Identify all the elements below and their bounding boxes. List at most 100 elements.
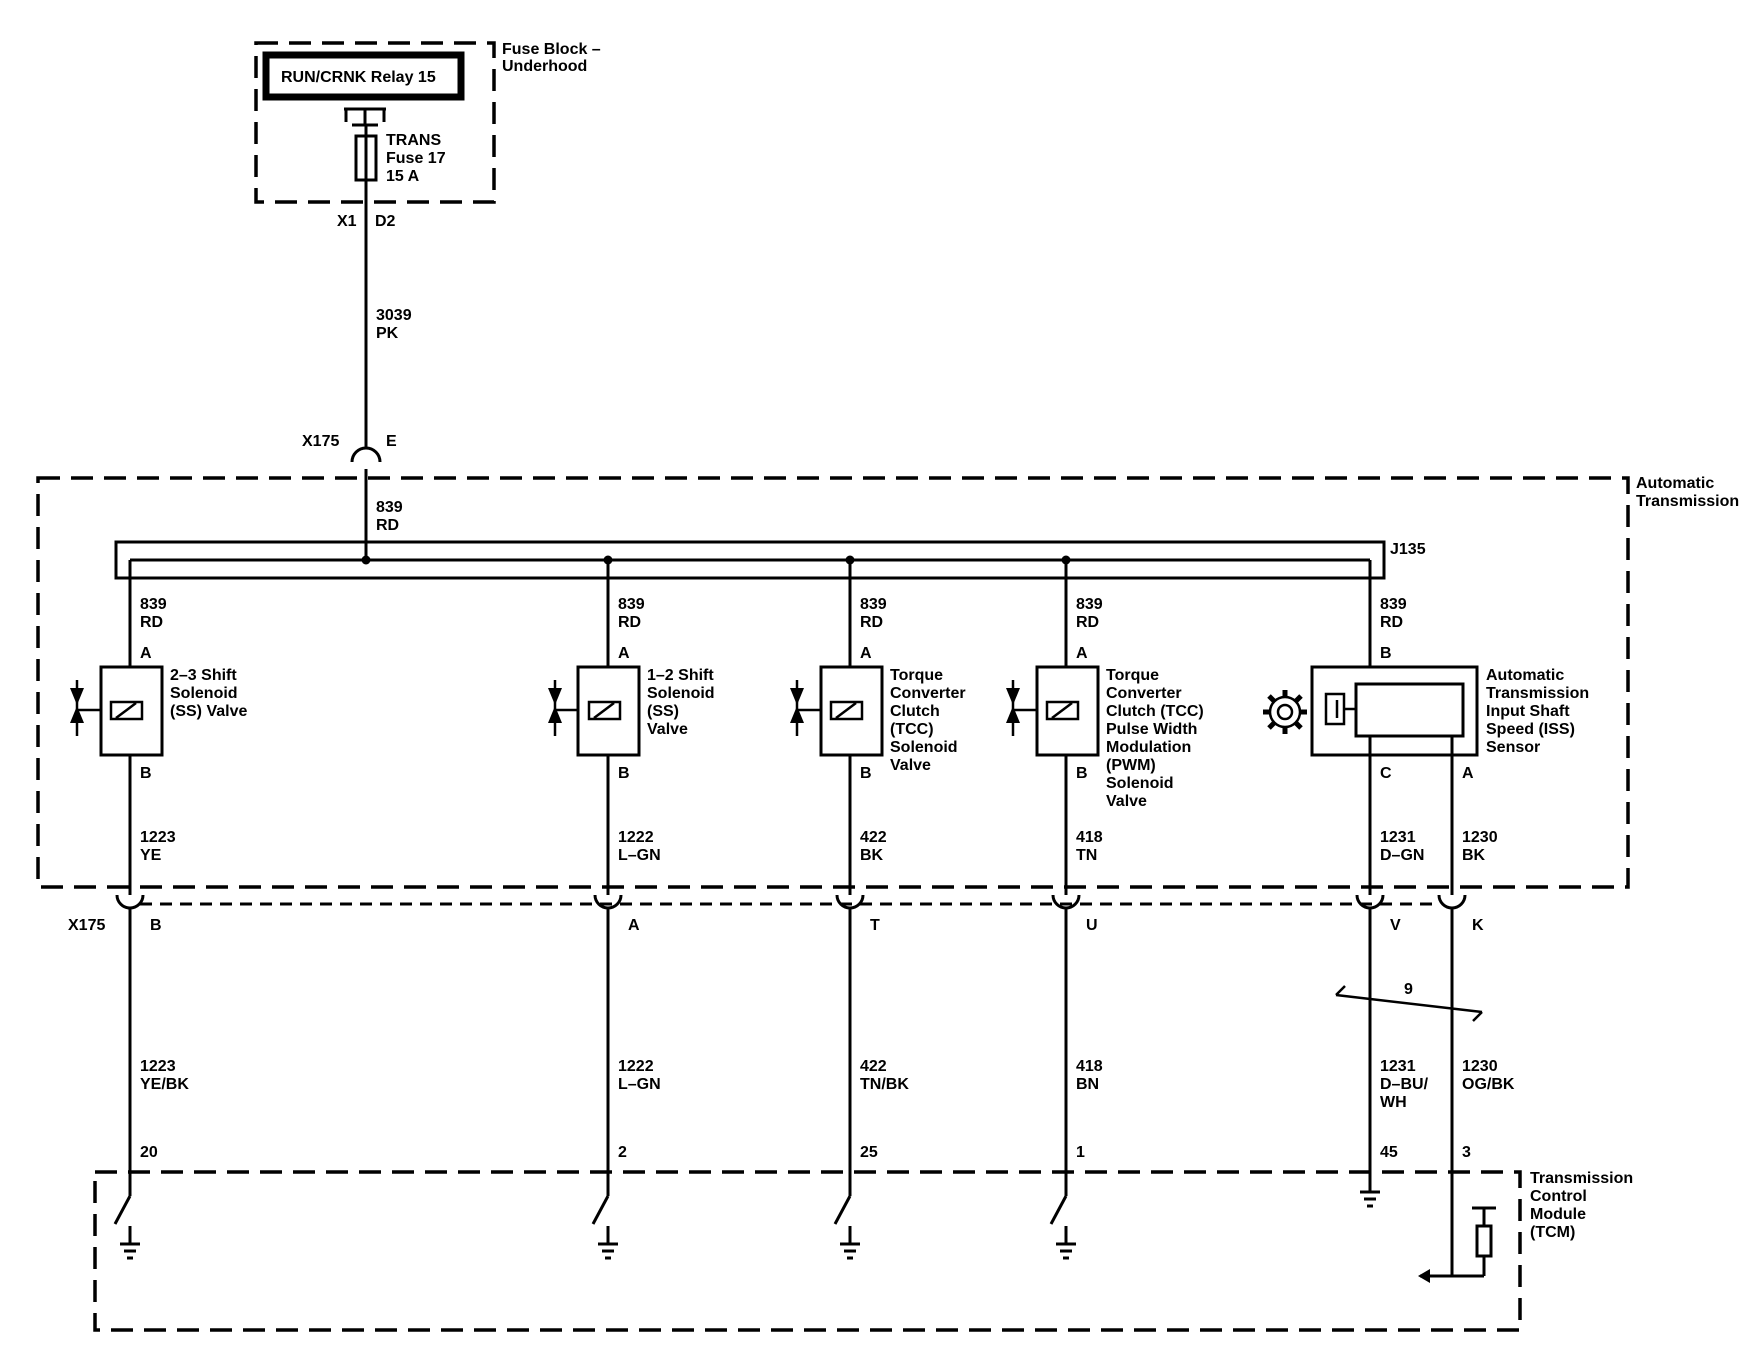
branch1-name-2: Solenoid <box>170 685 238 702</box>
branch4-top-circuit: 839 <box>1076 596 1103 613</box>
branch4-low-color: BN <box>1076 1076 1099 1093</box>
iss-pin-b: B <box>1380 645 1392 662</box>
x175-pin-v-label: V <box>1390 917 1401 934</box>
tcm-label-2: Control <box>1530 1188 1587 1205</box>
branch1-pin-a: A <box>140 645 152 662</box>
tcm-label-4: (TCM) <box>1530 1224 1575 1241</box>
iss-sensor-branch: 839 RD B Automatic Transmission Input Sh… <box>1263 560 1589 895</box>
branch1-mid-color: YE <box>140 847 162 864</box>
iss-sensor-box <box>1310 665 1479 757</box>
fuse-block-underhood: Fuse Block – Underhood RUN/CRNK Relay 15… <box>254 41 601 230</box>
x175-top-label: X175 <box>302 433 339 450</box>
branch4-name-2: Converter <box>1106 685 1182 702</box>
solenoid-coil-icon <box>587 700 622 721</box>
iss-name-1: Automatic <box>1486 667 1564 684</box>
branch2-pin-b: B <box>618 765 630 782</box>
solenoid-coil-icon <box>109 700 144 721</box>
x175-pin-k-terminal: K <box>1437 894 1484 934</box>
run-crnk-relay-box <box>262 51 465 101</box>
branch1-top-color: RD <box>140 614 163 631</box>
iss-name-3: Input Shaft <box>1486 703 1570 720</box>
branch1-pin-b: B <box>140 765 152 782</box>
iss-c-low-color-2: WH <box>1380 1094 1407 1111</box>
iss-pin-a: A <box>1462 765 1474 782</box>
iss-a-circuit: 1230 <box>1462 829 1498 846</box>
x175-pin-b-label: B <box>150 917 162 934</box>
branch1-low-color: YE/BK <box>140 1076 189 1093</box>
branch2-top-circuit: 839 <box>618 596 645 613</box>
automatic-transmission-boundary <box>36 476 1630 889</box>
branch3-name-6: Valve <box>890 757 931 774</box>
iss-a-color: BK <box>1462 847 1486 864</box>
x175-pin-a-label: A <box>628 917 640 934</box>
branch-2-3-shift-solenoid: 839 RD A 2–3 Shift Solenoid (SS) Valve B… <box>70 560 247 895</box>
wire-3039-circuit: 3039 <box>376 307 412 324</box>
branch4-pin-b: B <box>1076 765 1088 782</box>
branch-1-2-shift-solenoid: 839 RD A 1–2 Shift Solenoid (SS) Valve B… <box>548 560 715 895</box>
twisted-pair-marker: 9 <box>1335 981 1483 1022</box>
tcm-switch-2 <box>591 1195 618 1260</box>
tcm-pin-25: 25 <box>860 1144 878 1161</box>
tcm-pin-1: 1 <box>1076 1144 1085 1161</box>
iss-top-color: RD <box>1380 614 1403 631</box>
branch3-name-2: Converter <box>890 685 966 702</box>
x175-pin-v-terminal: V <box>1355 894 1401 934</box>
branch1-top-circuit: 839 <box>140 596 167 613</box>
automatic-transmission-label-1: Automatic <box>1636 475 1714 492</box>
tcm-label-3: Module <box>1530 1206 1586 1223</box>
branch2-name-3: (SS) <box>647 703 679 720</box>
solenoid-coil-icon <box>829 700 864 721</box>
branch3-name-1: Torque <box>890 667 943 684</box>
valve-arrows-icon <box>70 680 101 736</box>
branch3-top-color: RD <box>860 614 883 631</box>
fuse-block-boundary <box>254 41 496 204</box>
tcm-switch-25 <box>833 1195 860 1260</box>
branch-tcc-pwm-solenoid: 839 RD A Torque Converter Clutch (TCC) P… <box>1006 560 1204 895</box>
branch4-name-1: Torque <box>1106 667 1159 684</box>
iss-name-2: Transmission <box>1486 685 1589 702</box>
x175-pin-t-terminal: T <box>835 894 880 934</box>
splice-pack-j135: J135 <box>114 540 1426 580</box>
branch4-name-5: Modulation <box>1106 739 1191 756</box>
tcm-boundary <box>93 1170 1522 1332</box>
wire-3039-color: PK <box>376 325 399 342</box>
wire-839-feed-circuit: 839 <box>376 499 403 516</box>
x175-pin-t-label: T <box>870 917 880 934</box>
relay-contact-icon <box>344 107 386 127</box>
x175-connector-e: X175 E <box>302 433 397 463</box>
iss-name-4: Speed (ISS) <box>1486 721 1575 738</box>
x175-pin-u-label: U <box>1086 917 1098 934</box>
tcm-ground-45 <box>1360 1190 1380 1208</box>
x175-pin-b-terminal: B <box>115 894 162 934</box>
x175-pin-e: E <box>386 433 397 450</box>
branch4-name-4: Pulse Width <box>1106 721 1197 738</box>
tcm-pullup-resistor-3 <box>1418 1206 1496 1283</box>
branch4-pin-a: A <box>1076 645 1088 662</box>
iss-c-low-circuit: 1231 <box>1380 1058 1416 1075</box>
branch2-low-circuit: 1222 <box>618 1058 654 1075</box>
fuse-block-pin-d2: D2 <box>375 213 396 230</box>
twisted-pair-ref: 9 <box>1404 981 1413 998</box>
branch4-name-8: Valve <box>1106 793 1147 810</box>
tcm-pin-3: 3 <box>1462 1144 1471 1161</box>
valve-arrows-icon <box>548 680 578 736</box>
branch2-name-1: 1–2 Shift <box>647 667 714 684</box>
iss-c-low-color-1: D–BU/ <box>1380 1076 1429 1093</box>
solenoid-coil-icon <box>1045 700 1080 721</box>
fuse-block-label-1: Fuse Block – <box>502 41 601 58</box>
tcm-switch-1 <box>1049 1195 1076 1260</box>
branch3-top-circuit: 839 <box>860 596 887 613</box>
branch2-name-4: Valve <box>647 721 688 738</box>
branch4-low-circuit: 418 <box>1076 1058 1103 1075</box>
iss-a-low-color: OG/BK <box>1462 1076 1515 1093</box>
branch3-low-color: TN/BK <box>860 1076 909 1093</box>
tcm-pin-45: 45 <box>1380 1144 1398 1161</box>
branch2-low-color: L–GN <box>618 1076 661 1093</box>
branch4-name-6: (PWM) <box>1106 757 1156 774</box>
run-crnk-relay-label: RUN/CRNK Relay 15 <box>281 69 436 86</box>
branch3-mid-color: BK <box>860 847 884 864</box>
branch3-name-5: Solenoid <box>890 739 958 756</box>
x175-bottom-label: X175 <box>68 917 105 934</box>
trans-fuse-label-3: 15 A <box>386 168 420 185</box>
